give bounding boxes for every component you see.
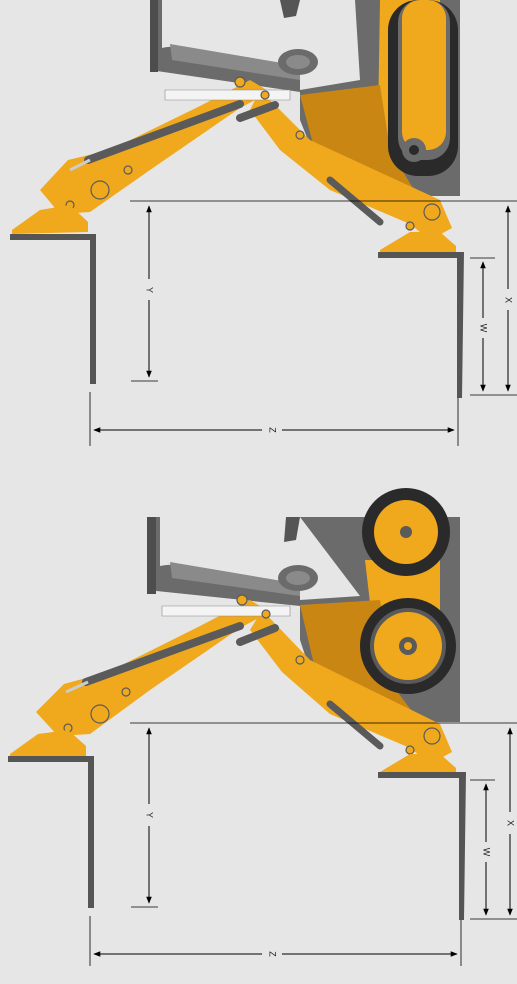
dim-label-y: Y <box>145 812 155 818</box>
dim-label-w: W <box>479 324 489 333</box>
cab-frame <box>150 0 318 92</box>
cab-frame <box>147 517 318 606</box>
left-carriage-plate <box>12 205 88 234</box>
right-carriage-plate <box>380 232 456 254</box>
dimensions-bottom <box>89 722 517 966</box>
diagram-tracked-loader: Y W X Z <box>10 0 517 446</box>
left-carriage-plate <box>10 730 86 758</box>
dim-label-w: W <box>482 848 492 857</box>
rear-wheel <box>362 488 450 576</box>
pivot-pins <box>63 594 441 755</box>
right-fork <box>378 772 466 920</box>
left-fork <box>8 756 94 908</box>
right-fork <box>378 252 464 398</box>
hydraulic-cylinders <box>65 622 384 750</box>
right-carriage-plate <box>380 754 456 774</box>
left-fork <box>10 234 96 384</box>
dim-label-x: X <box>504 297 514 303</box>
track <box>388 0 458 176</box>
diagram-wheeled-loader: Y W X Z <box>8 488 517 966</box>
front-wheel <box>360 598 456 694</box>
dim-label-x: X <box>506 820 516 826</box>
dim-label-z: Z <box>268 427 278 433</box>
dim-label-y: Y <box>145 287 155 293</box>
hydraulic-cylinders <box>69 100 384 226</box>
dim-label-z: Z <box>268 951 278 957</box>
dimensions-top <box>89 200 517 446</box>
